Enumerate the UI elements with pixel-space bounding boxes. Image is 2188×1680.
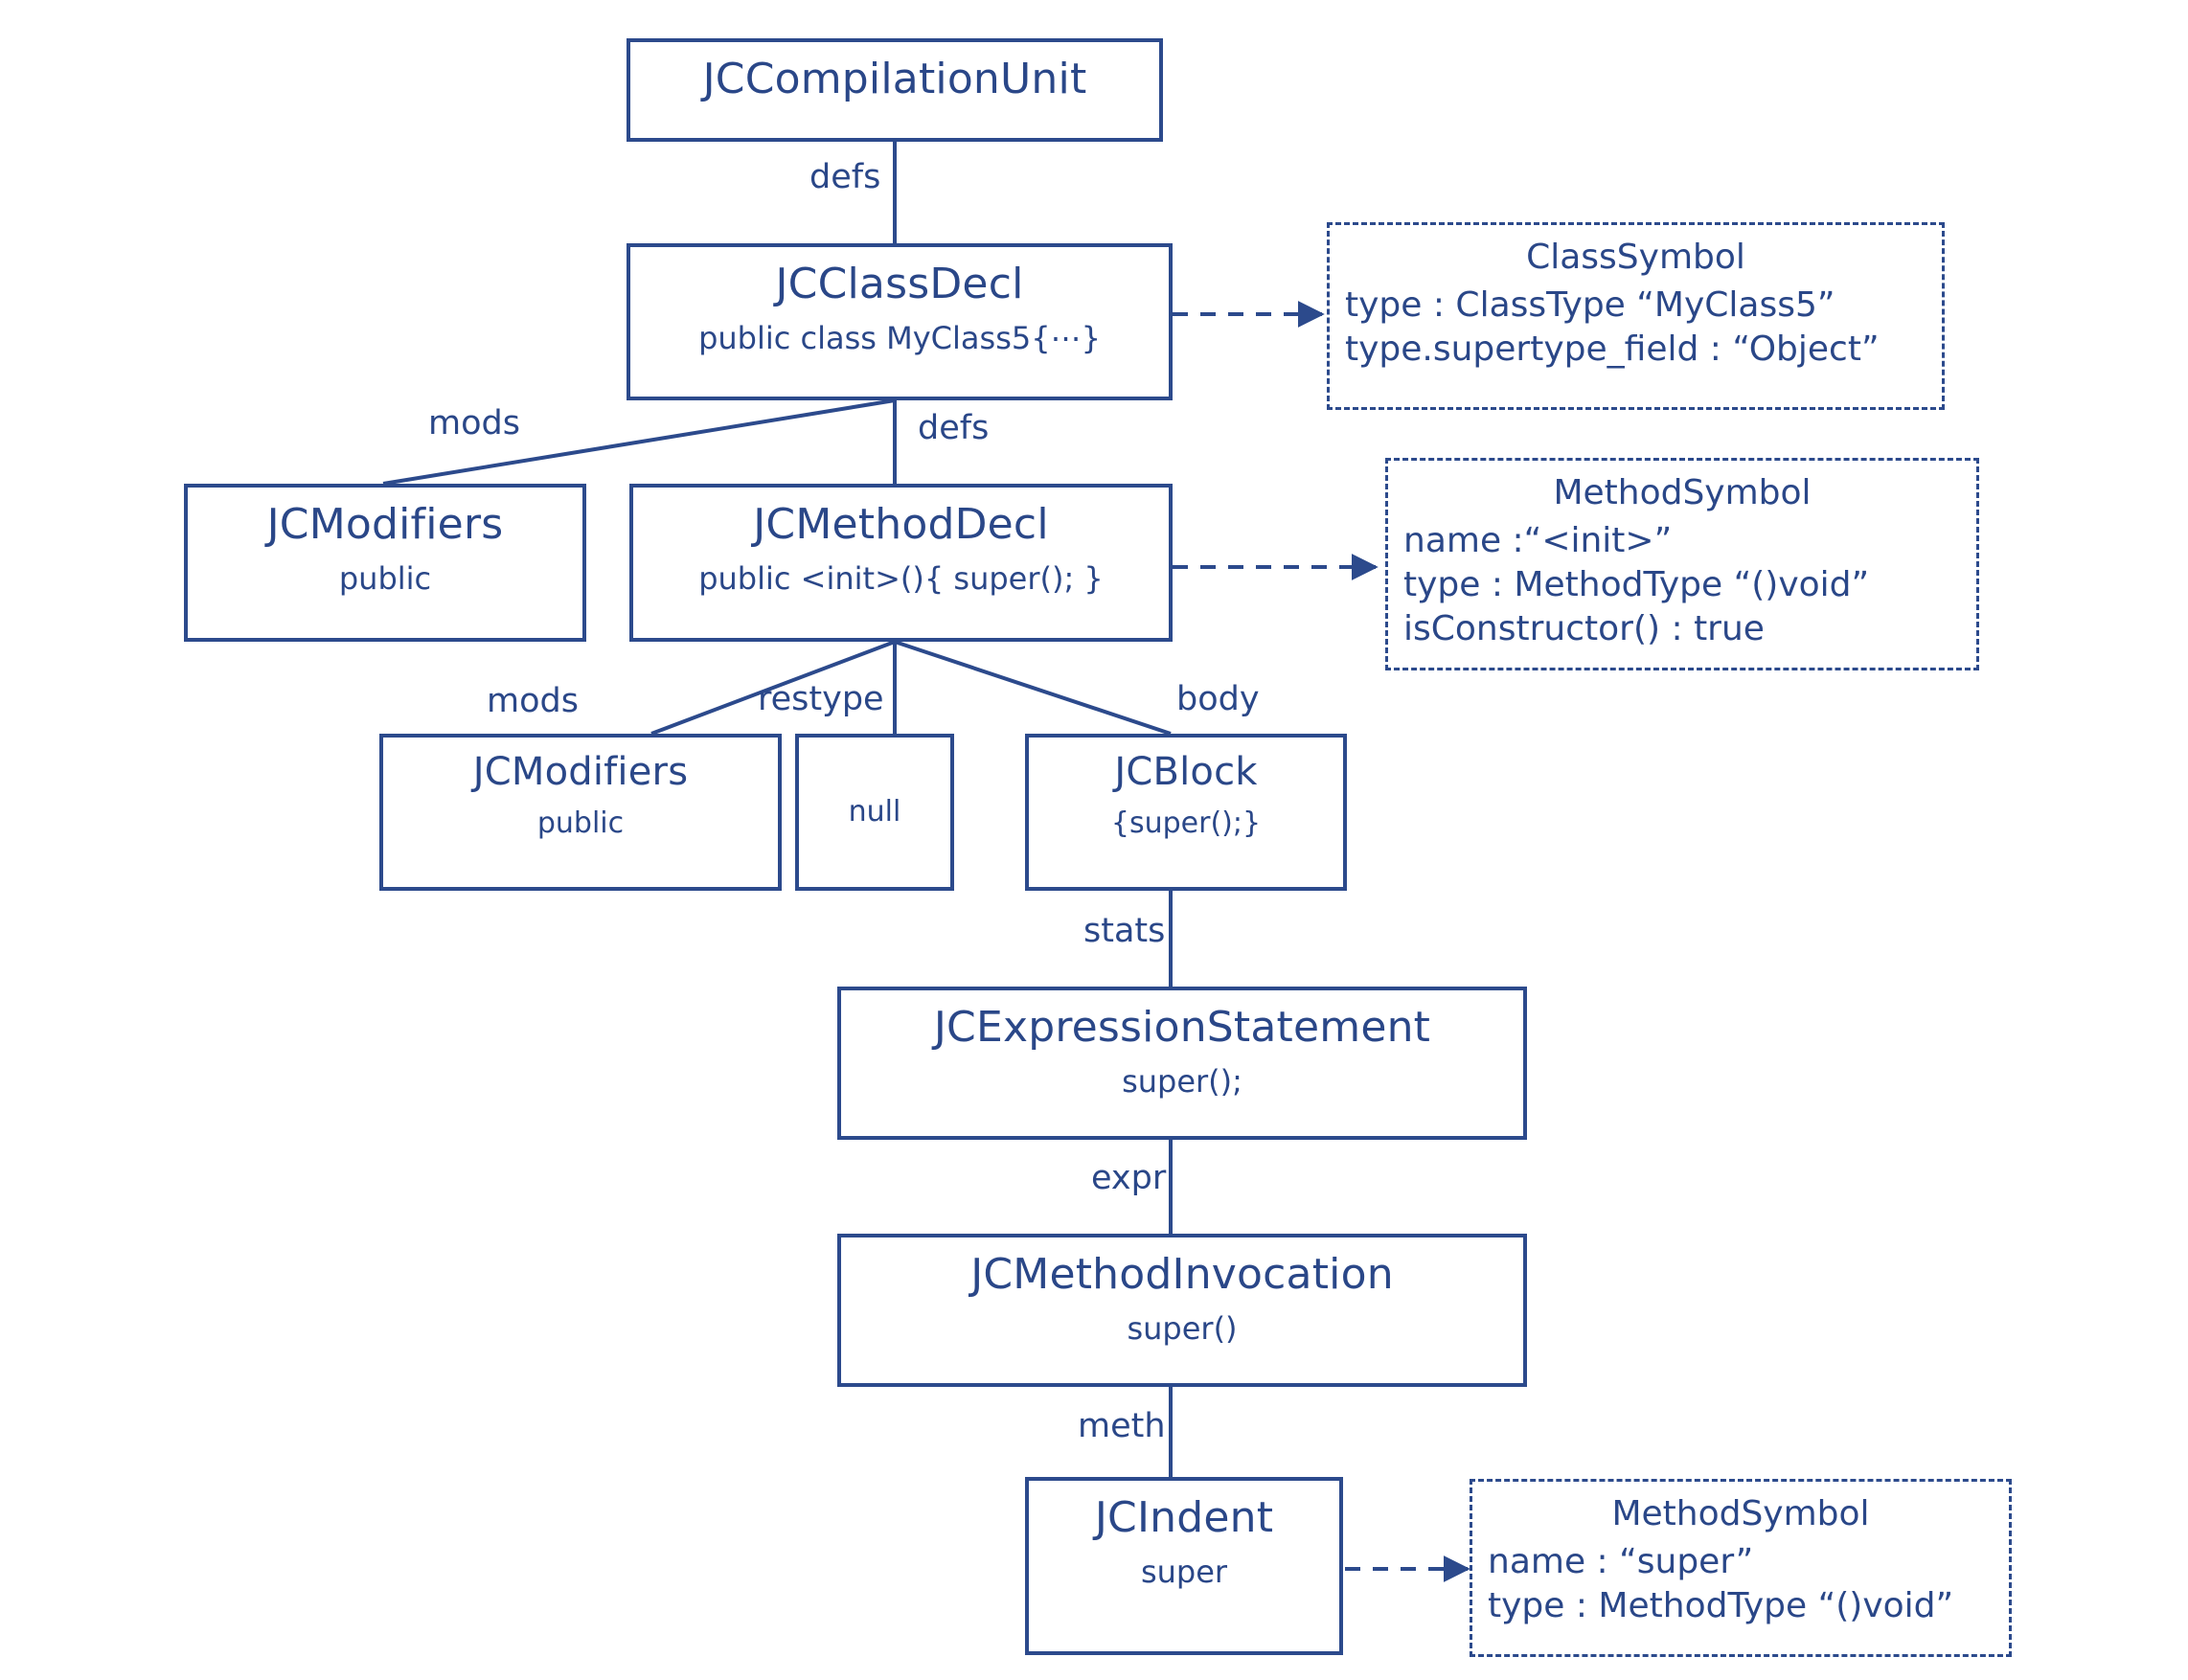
node-jcmethoddecl[interactable]: JCMethodDecl public <init>(){ super(); } <box>629 484 1173 642</box>
symbol-row: isConstructor() : true <box>1403 609 1765 649</box>
node-subtitle: null <box>848 794 901 829</box>
symbol-row: name : “super” <box>1488 1542 1754 1582</box>
edge-label-body: body <box>1176 680 1260 718</box>
node-title: JCBlock <box>1114 750 1258 794</box>
node-title: JCModifiers <box>472 750 689 794</box>
node-title: JCCompilationUnit <box>702 55 1087 103</box>
node-title: JCMethodInvocation <box>970 1250 1394 1299</box>
node-title: JCClassDecl <box>775 260 1024 308</box>
edge-label-restype: restype <box>758 680 884 718</box>
edge-label-mods-1: mods <box>428 404 520 443</box>
symbol-row: type : MethodType “()void” <box>1403 565 1870 605</box>
symbol-methodsymbol-init: MethodSymbol name :“<init>” type : Metho… <box>1385 458 1979 670</box>
node-subtitle: public <box>536 806 625 840</box>
node-jcmethodinvocation[interactable]: JCMethodInvocation super() <box>837 1234 1527 1387</box>
node-subtitle: super(); <box>1122 1063 1242 1101</box>
node-jcexpressionstatement[interactable]: JCExpressionStatement super(); <box>837 987 1527 1140</box>
symbol-classsymbol: ClassSymbol type : ClassType “MyClass5” … <box>1327 222 1945 410</box>
symbol-row: type.supertype_field : “Object” <box>1345 329 1880 370</box>
node-jcmodifiers-class[interactable]: JCModifiers public <box>184 484 586 642</box>
symbol-title: MethodSymbol <box>1611 1494 1870 1533</box>
edge-body-methoddecl-block <box>894 640 1172 736</box>
edge-label-meth: meth <box>1078 1407 1166 1445</box>
node-jccompilationunit[interactable]: JCCompilationUnit <box>627 38 1163 142</box>
node-jcclassdecl[interactable]: JCClassDecl public class MyClass5{⋯} <box>627 243 1173 400</box>
node-title: JCMethodDecl <box>753 500 1049 549</box>
node-subtitle: super <box>1140 1554 1228 1591</box>
node-title: JCExpressionStatement <box>933 1003 1431 1052</box>
node-jcmodifiers-method[interactable]: JCModifiers public <box>379 734 782 891</box>
symbol-title: MethodSymbol <box>1553 473 1812 512</box>
edge-label-mods-2: mods <box>487 682 579 720</box>
node-subtitle: public class MyClass5{⋯} <box>698 320 1101 357</box>
edge-label-stats: stats <box>1083 912 1166 950</box>
symbol-methodsymbol-super: MethodSymbol name : “super” type : Metho… <box>1470 1479 2012 1657</box>
node-title: JCModifiers <box>266 500 504 549</box>
node-jcindent[interactable]: JCIndent super <box>1025 1477 1343 1655</box>
edge-label-expr: expr <box>1091 1159 1167 1197</box>
edge-label-defs-1: defs <box>809 158 881 196</box>
node-subtitle: public <init>(){ super(); } <box>698 560 1104 598</box>
node-subtitle: public <box>338 560 432 598</box>
symbol-row: type : ClassType “MyClass5” <box>1345 285 1835 326</box>
node-subtitle: {super();} <box>1110 806 1262 840</box>
symbol-row: name :“<init>” <box>1403 521 1673 561</box>
node-subtitle: super() <box>1127 1310 1238 1348</box>
edge-label-defs-2: defs <box>918 409 990 447</box>
node-restype-null[interactable]: null <box>795 734 954 891</box>
symbol-row: type : MethodType “()void” <box>1488 1586 1954 1626</box>
node-title: JCIndent <box>1094 1493 1274 1542</box>
symbol-title: ClassSymbol <box>1526 238 1745 277</box>
node-jcblock[interactable]: JCBlock {super();} <box>1025 734 1347 891</box>
